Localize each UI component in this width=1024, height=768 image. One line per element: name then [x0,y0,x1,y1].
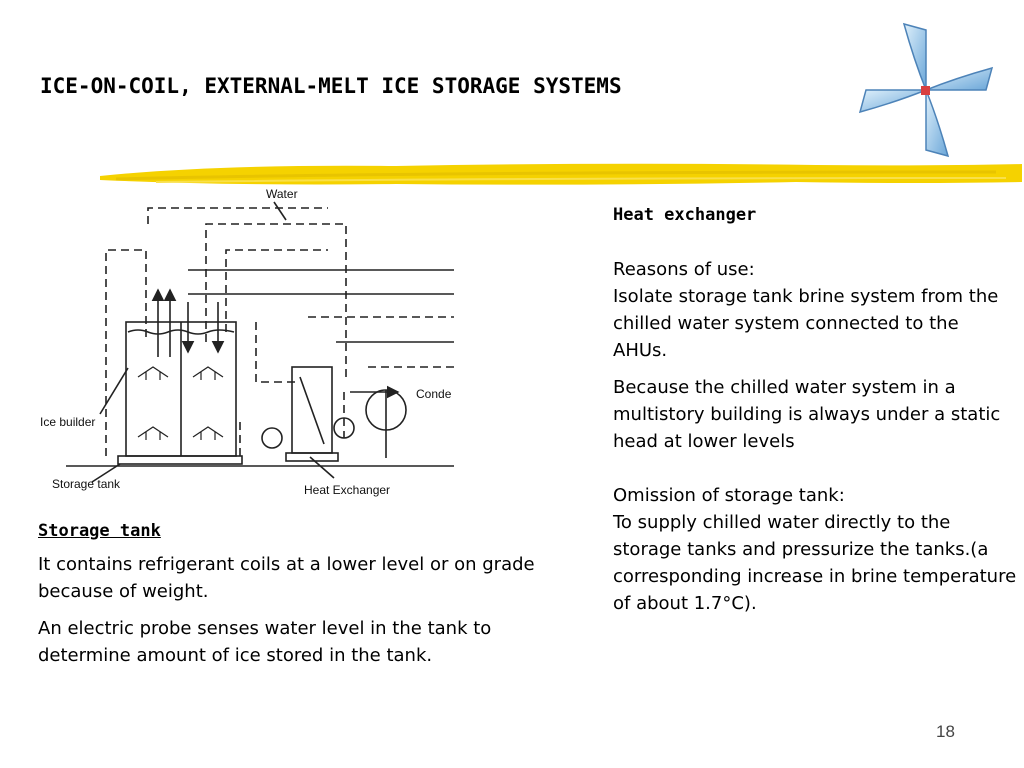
page-title: ICE-ON-COIL, EXTERNAL-MELT ICE STORAGE S… [40,74,622,98]
diagram-label-condenser: Conde [416,387,452,401]
diagram-label-ice-builder: Ice builder [40,415,95,429]
diagram-label-storage-tank: Storage tank [52,477,121,491]
storage-tank-text-1: It contains refrigerant coils at a lower… [38,554,535,602]
pinwheel-logo-icon [858,22,994,158]
heat-exchanger-heading: Heat exchanger [613,205,757,225]
reasons-text: Isolate storage tank brine system from t… [613,286,999,361]
omission-title: Omission of storage tank: [613,485,845,506]
diagram-label-water: Water [266,187,298,201]
yellow-brush-stroke [100,163,1022,185]
reasons-text-2: Because the chilled water system in a mu… [613,377,1001,452]
ice-storage-diagram: Water Ice builder Storage tank Heat Exch… [40,187,454,497]
diagram-label-heat-exchanger: Heat Exchanger [304,483,390,497]
storage-tank-text-2: An electric probe senses water level in … [38,618,492,666]
page-number: 18 [936,722,955,741]
storage-tank-heading: Storage tank [38,521,161,541]
heat-exchanger-section: Heat exchanger Reasons of use: Isolate s… [613,202,1018,627]
reasons-title: Reasons of use: [613,259,755,280]
storage-tank-section: Storage tank It contains refrigerant coi… [38,518,558,679]
omission-text: To supply chilled water directly to the … [613,512,1017,614]
